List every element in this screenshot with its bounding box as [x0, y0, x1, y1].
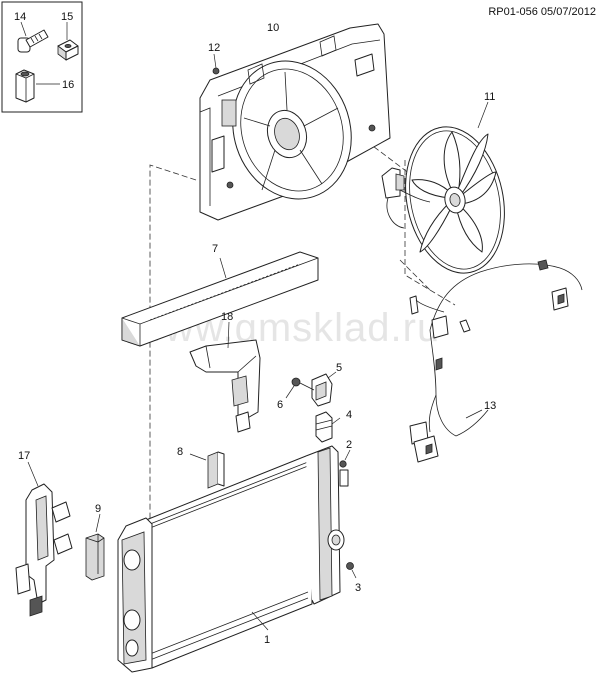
callout-11: 11 [484, 91, 495, 103]
callout-13: 13 [484, 400, 496, 412]
fan-shroud [199, 23, 391, 221]
air-deflector [121, 251, 319, 347]
callout-16: 16 [62, 79, 74, 91]
mount-clip-5 [311, 371, 337, 407]
fastener-2 [339, 449, 351, 468]
callout-12: 12 [208, 42, 220, 54]
cooling-fan [381, 101, 505, 274]
callout-18: 18 [221, 311, 233, 323]
fastener-3 [346, 562, 357, 579]
callout-1: 1 [264, 634, 270, 646]
radiator [117, 445, 349, 673]
screw-12 [212, 53, 220, 75]
callout-7: 7 [212, 243, 218, 255]
fastener-inset: 14 15 16 [1, 1, 83, 113]
diagram-reference: RP01-056 05/07/2012 [488, 6, 596, 18]
bolt-6 [285, 377, 315, 399]
seal-9 [85, 513, 105, 581]
bracket-18 [189, 321, 261, 433]
side-bracket-17 [15, 461, 73, 617]
bolt-14 [17, 29, 49, 53]
callout-9: 9 [95, 503, 101, 515]
bushing-16 [15, 69, 35, 103]
callout-6: 6 [277, 399, 283, 411]
callout-3: 3 [355, 582, 361, 594]
callout-14: 14 [14, 11, 26, 23]
callout-5: 5 [336, 362, 342, 374]
insulator-4 [315, 411, 341, 443]
callout-15: 15 [61, 11, 73, 23]
callout-10: 10 [267, 22, 279, 34]
seal-8 [189, 451, 225, 489]
callout-4: 4 [346, 409, 352, 421]
callout-8: 8 [177, 446, 183, 458]
callout-2: 2 [346, 439, 352, 451]
callout-17: 17 [18, 450, 30, 462]
wiring-harness [409, 259, 583, 463]
nut-15 [57, 39, 79, 61]
